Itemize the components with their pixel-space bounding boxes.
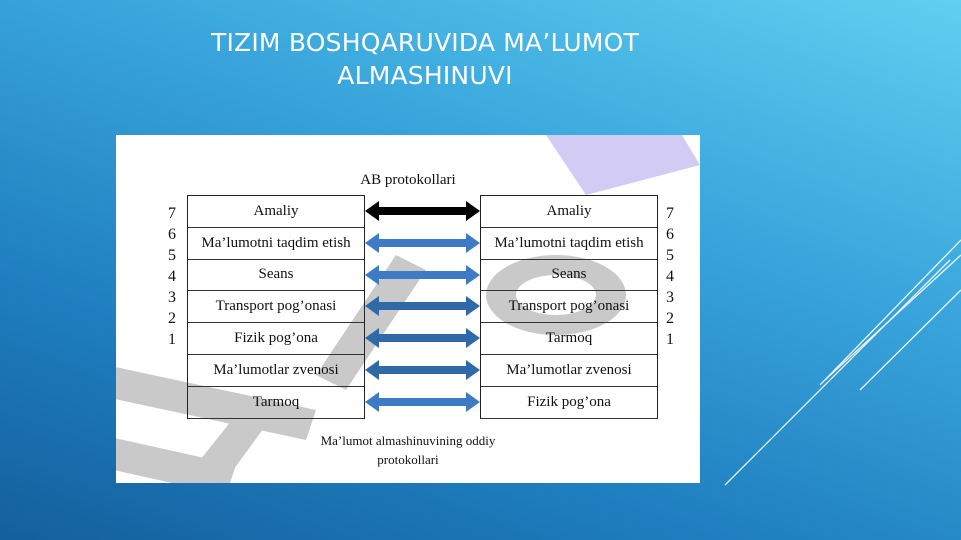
right-layer-numbers: 7 6 5 4 3 2 1 bbox=[666, 203, 674, 350]
layer-number: 1 bbox=[168, 331, 176, 348]
layer-number: 5 bbox=[666, 247, 674, 264]
layer-row: Ma’lumotni taqdim etish bbox=[481, 228, 657, 260]
layer-number: 7 bbox=[168, 205, 176, 222]
double-arrow bbox=[365, 232, 480, 253]
bottom-caption: Ma’lumot almashinuvining oddiy protokoll… bbox=[116, 431, 700, 469]
layer-row: Fizik pog’ona bbox=[481, 387, 657, 419]
double-arrow bbox=[365, 328, 480, 349]
layer-number: 2 bbox=[666, 310, 674, 327]
caption-line-2: protokollari bbox=[377, 452, 439, 467]
protocol-diagram: AB protokollari 7 6 5 4 3 2 1 7 6 5 4 3 … bbox=[116, 135, 700, 483]
layer-row: Amaliy bbox=[188, 196, 364, 228]
layer-row: Ma’lumotni taqdim etish bbox=[188, 228, 364, 260]
layer-number: 6 bbox=[168, 226, 176, 243]
caption-line-1: Ma’lumot almashinuvining oddiy bbox=[320, 433, 496, 448]
title-line-1: TIZIM BOSHQARUVIDA MA’LUMOT bbox=[210, 28, 640, 57]
layer-row: Transport pog’onasi bbox=[481, 291, 657, 324]
double-arrow bbox=[365, 201, 480, 221]
left-layer-stack: Amaliy Ma’lumotni taqdim etish Seans Tra… bbox=[187, 195, 365, 419]
layer-number: 3 bbox=[168, 289, 176, 306]
layer-row: Amaliy bbox=[481, 196, 657, 228]
layer-row: Seans bbox=[188, 260, 364, 292]
right-layer-stack: Amaliy Ma’lumotni taqdim etish Seans Tra… bbox=[480, 195, 658, 419]
double-arrow bbox=[365, 264, 480, 285]
left-layer-numbers: 7 6 5 4 3 2 1 bbox=[168, 203, 176, 350]
layer-row: Seans bbox=[481, 260, 657, 292]
layer-number: 5 bbox=[168, 247, 176, 264]
layer-row: Tarmoq bbox=[188, 387, 364, 419]
layer-number: 1 bbox=[666, 331, 674, 348]
top-caption: AB protokollari bbox=[360, 172, 456, 188]
slide-title: TIZIM BOSHQARUVIDA MA’LUMOT ALMASHINUVI bbox=[120, 26, 730, 92]
double-arrow bbox=[365, 296, 480, 317]
layer-number: 3 bbox=[666, 289, 674, 306]
double-arrow bbox=[365, 360, 480, 380]
layer-number: 7 bbox=[666, 205, 674, 222]
double-arrow bbox=[365, 391, 480, 412]
layer-row: Ma’lumotlar zvenosi bbox=[481, 355, 657, 387]
layer-row: Fizik pog’ona bbox=[188, 323, 364, 355]
layer-row: Tarmoq bbox=[481, 323, 657, 355]
decorative-lines bbox=[724, 239, 961, 486]
layer-number: 4 bbox=[168, 268, 176, 285]
layer-number: 4 bbox=[666, 268, 674, 285]
title-line-2: ALMASHINUVI bbox=[337, 61, 513, 90]
layer-number: 2 bbox=[168, 310, 176, 327]
layer-row: Transport pog’onasi bbox=[188, 291, 364, 324]
layer-number: 6 bbox=[666, 226, 674, 243]
layer-row: Ma’lumotlar zvenosi bbox=[188, 355, 364, 387]
